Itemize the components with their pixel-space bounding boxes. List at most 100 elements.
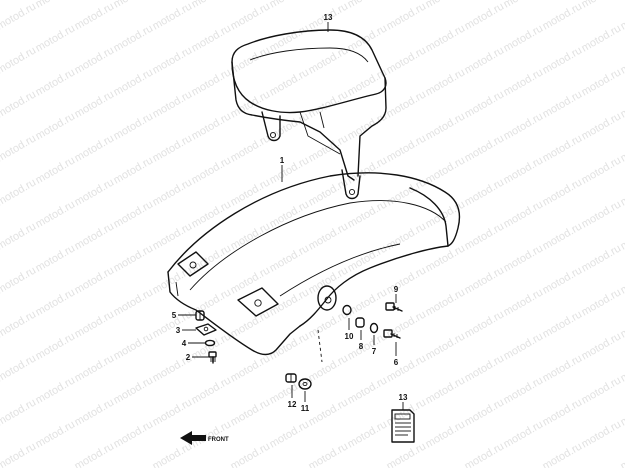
front-arrow-label: FRONT (208, 437, 229, 443)
watermark-text: motod.ru (34, 418, 78, 450)
watermark-text: motod.ru (307, 88, 351, 120)
watermark-text: motod.ru (229, 308, 273, 340)
watermark-text: motod.ru (385, 308, 429, 340)
watermark-text: motod.ru (463, 176, 507, 208)
watermark-text: motod.ru (463, 44, 507, 76)
watermark-text: motod.ru (580, 374, 624, 406)
label-6: 6 (394, 358, 399, 367)
watermark-text: motod.ru (34, 374, 78, 406)
watermark-text: motod.ru (34, 22, 78, 54)
watermark-text: motod.ru (34, 286, 78, 318)
watermark-text: motod.ru (112, 330, 156, 362)
label-7: 7 (372, 347, 377, 356)
watermark-text: motod.ru (0, 264, 38, 296)
hardware-left-stack (195, 310, 217, 364)
watermark-text: motod.ru (229, 440, 273, 468)
watermark-text: motod.ru (580, 418, 624, 450)
watermark-text: motod.ru (190, 110, 234, 142)
watermark-text: motod.ru (0, 0, 38, 32)
watermark-text: motod.ru (424, 0, 468, 11)
watermark-text: motod.ru (502, 286, 546, 318)
watermark-text: motod.ru (34, 330, 78, 362)
watermark-text: motod.ru (385, 264, 429, 296)
watermark-text: motod.ru (385, 220, 429, 252)
watermark-text: motod.ru (0, 440, 38, 468)
watermark-text: motod.ru (190, 242, 234, 274)
watermark-text: motod.ru (268, 0, 312, 11)
watermark-text: motod.ru (112, 0, 156, 11)
watermark-text: motod.ru (424, 66, 468, 98)
label-1: 1 (280, 156, 285, 165)
watermark-text: motod.ru (502, 110, 546, 142)
watermark-text: motod.ru (346, 0, 390, 11)
watermark-text: motod.ru (502, 242, 546, 274)
watermark-text: motod.ru (385, 352, 429, 384)
watermark-text: motod.ru (151, 396, 195, 428)
watermark-text: motod.ru (0, 308, 38, 340)
label-11: 11 (301, 404, 310, 413)
watermark-text: motod.ru (151, 44, 195, 76)
watermark-text: motod.ru (0, 132, 38, 164)
watermark-text: motod.ru (463, 440, 507, 468)
watermark-text: motod.ru (346, 286, 390, 318)
watermark-text: motod.ru (190, 418, 234, 450)
watermark-text: motod.ru (424, 286, 468, 318)
hardware-right-stack (342, 302, 403, 339)
watermark-text: motod.ru (463, 308, 507, 340)
watermark-text: motod.ru (541, 308, 585, 340)
watermark-text: motod.ru (112, 22, 156, 54)
watermark-text: motod.ru (0, 176, 38, 208)
watermark-text: motod.ru (151, 220, 195, 252)
watermark-text: motod.ru (463, 264, 507, 296)
watermark-text: motod.ru (0, 44, 38, 76)
watermark-text: motod.ru (34, 110, 78, 142)
watermark-text: motod.ru (424, 154, 468, 186)
watermark-text: motod.ru (34, 66, 78, 98)
watermark-text: motod.ru (385, 132, 429, 164)
watermark-text: motod.ru (151, 88, 195, 120)
label-13-top: 13 (324, 13, 333, 22)
watermark-text: motod.ru (190, 330, 234, 362)
label-5: 5 (172, 311, 177, 320)
watermark-text: motod.ru (502, 154, 546, 186)
watermark-text: motod.ru (541, 0, 585, 32)
label-10: 10 (345, 332, 354, 341)
watermark-text: motod.ru (112, 110, 156, 142)
watermark-text: motod.ru (424, 242, 468, 274)
watermark-text: motod.ru (502, 418, 546, 450)
watermark-text: motod.ru (502, 66, 546, 98)
label-13-bottom: 13 (399, 393, 408, 402)
watermark-text: motod.ru (580, 330, 624, 362)
watermark-text: motod.ru (346, 374, 390, 406)
watermark-text: motod.ru (151, 0, 195, 32)
watermark-text: motod.ru (73, 0, 117, 32)
watermark-text: motod.ru (73, 132, 117, 164)
watermark-text: motod.ru (0, 352, 38, 384)
watermark-text: motod.ru (73, 308, 117, 340)
watermark-text: motod.ru (34, 198, 78, 230)
watermark-text: motod.ru (424, 374, 468, 406)
watermark-text: motod.ru (112, 154, 156, 186)
watermark-text: motod.ru (307, 396, 351, 428)
watermark-text: motod.ru (229, 0, 273, 32)
watermark-text: motod.ru (580, 22, 624, 54)
watermark-text: motod.ru (268, 418, 312, 450)
rear-fender-part (167, 172, 461, 363)
watermark-text: motod.ru (346, 418, 390, 450)
watermark-text: motod.ru (463, 0, 507, 32)
watermark-text: motod.ru (112, 242, 156, 274)
watermark-text: motod.ru (151, 264, 195, 296)
watermark-text: motod.ru (580, 0, 624, 11)
watermark-text: motod.ru (307, 264, 351, 296)
watermark-text: motod.ru (385, 44, 429, 76)
watermark-text: motod.ru (73, 176, 117, 208)
watermark-text: motod.ru (190, 374, 234, 406)
watermark-text: motod.ru (463, 220, 507, 252)
watermark-text: motod.ru (385, 0, 429, 32)
watermark-text: motod.ru (73, 352, 117, 384)
watermark-text: motod.ru (307, 220, 351, 252)
watermark-text: motod.ru (463, 352, 507, 384)
label-8: 8 (359, 342, 364, 351)
